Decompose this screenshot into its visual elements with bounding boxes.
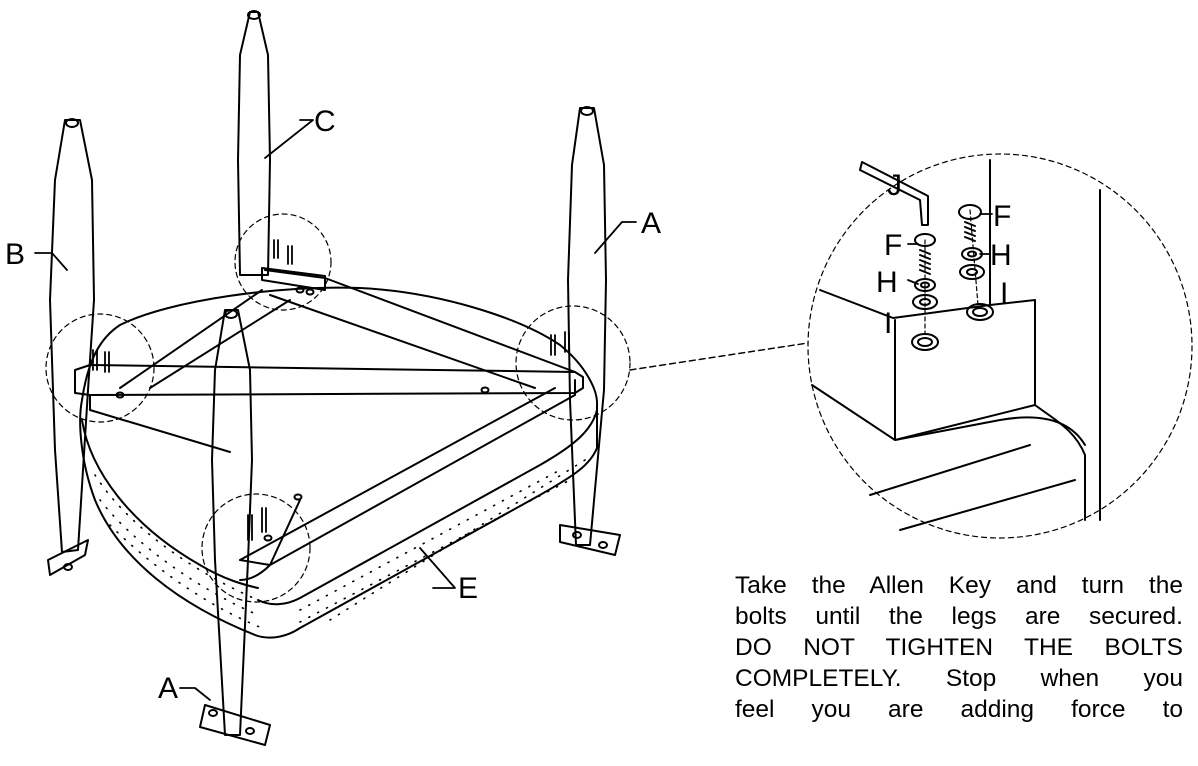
callout-i-1: I <box>884 307 892 340</box>
callout-c: C <box>314 105 336 138</box>
instruction-line-4: COMPLETELY. Stop when you <box>735 665 1183 692</box>
leg-a-front <box>199 309 271 746</box>
detail-connector-line <box>629 342 809 371</box>
seat-frame <box>74 267 584 581</box>
callout-a-front: A <box>158 672 178 705</box>
callout-h-1: H <box>876 266 898 299</box>
seat-cushion <box>79 286 599 639</box>
leg-a-right <box>559 106 621 556</box>
instruction-line-2: bolts until the legs are secured. <box>735 603 1183 630</box>
callout-a-right: A <box>641 207 661 240</box>
cushion-texture <box>94 459 586 629</box>
corner-bolts <box>92 239 570 541</box>
leg-c <box>237 10 271 276</box>
instruction-text: Take the Allen Key and turn the bolts un… <box>735 570 1183 725</box>
callout-i-2: I <box>1000 277 1008 310</box>
callout-j: J <box>887 169 902 202</box>
callout-f-1: F <box>884 229 902 262</box>
callout-b: B <box>5 238 25 271</box>
callout-h-2: H <box>990 239 1012 272</box>
detail-marker-circles <box>45 213 631 603</box>
instruction-line-3: DO NOT TIGHTEN THE BOLTS <box>735 634 1183 661</box>
callout-e: E <box>458 572 478 605</box>
instruction-line-1: Take the Allen Key and turn the <box>735 572 1183 599</box>
magnified-detail <box>807 153 1193 539</box>
leg-b <box>47 118 95 576</box>
callout-f-2: F <box>993 200 1011 233</box>
callout-leaders <box>34 119 993 701</box>
instruction-line-5: feel you are adding force to <box>735 696 1183 723</box>
